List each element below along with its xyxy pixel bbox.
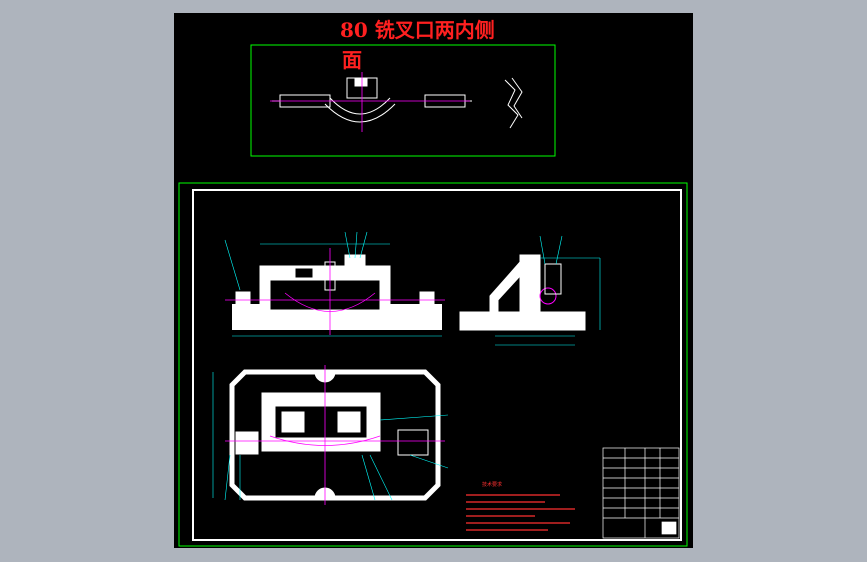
technical-notes-lines xyxy=(466,494,575,531)
plan-dimensions xyxy=(212,372,449,501)
drawing-title-line1: 80 铣叉口两内侧 xyxy=(340,18,495,42)
preview-centerlines xyxy=(270,72,470,132)
plan-view xyxy=(229,369,441,501)
preview-part xyxy=(272,77,523,129)
front-centerlines xyxy=(225,248,445,335)
front-dimensions xyxy=(224,231,442,337)
drawing-title-line2: 面 xyxy=(342,48,362,72)
preview-frame xyxy=(250,44,556,157)
title-block xyxy=(602,447,680,539)
front-view xyxy=(232,254,442,330)
technical-notes-title: 技术要求 xyxy=(482,482,503,488)
side-view xyxy=(459,254,586,331)
inner-frame xyxy=(192,189,682,541)
outer-frame xyxy=(178,182,688,547)
plan-centerlines xyxy=(225,365,445,505)
side-dimensions xyxy=(495,235,601,346)
